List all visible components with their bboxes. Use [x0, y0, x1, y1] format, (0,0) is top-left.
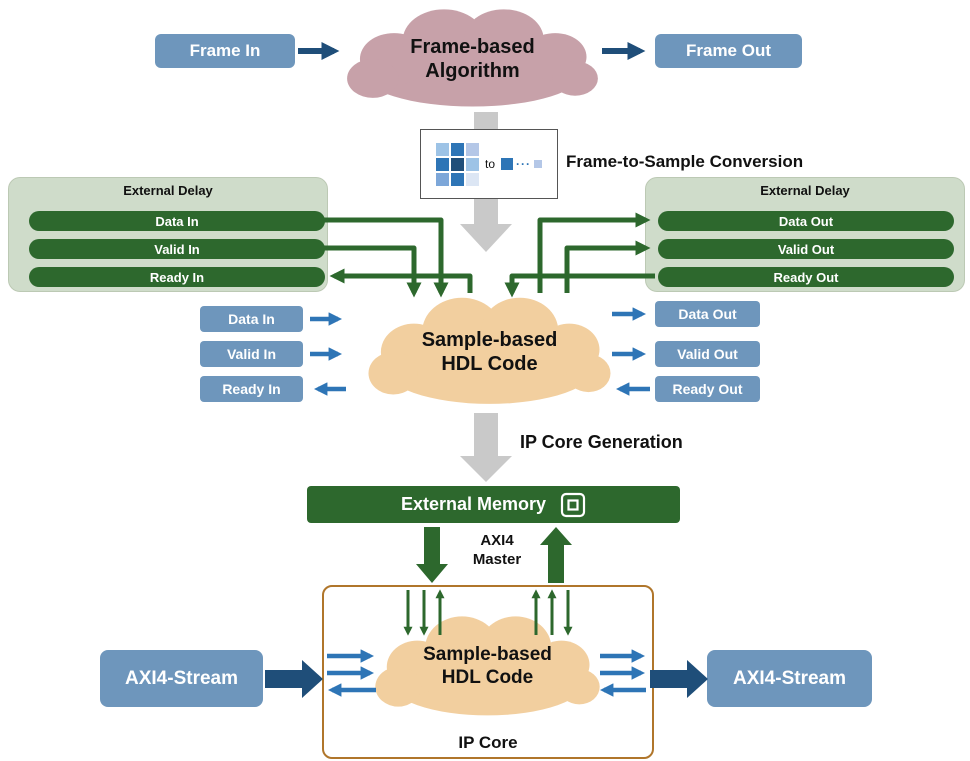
valid-out-label-box: Valid Out	[655, 341, 760, 367]
axi4-master-line2: Master	[472, 551, 522, 568]
ellipsis-dots: ···	[516, 157, 531, 171]
frame-in-label: Frame In	[189, 41, 261, 60]
frame-to-sample-conversion-label: Frame-to-Sample Conversion	[566, 152, 804, 171]
external-delay-panel-right: External Delay Data Out Valid Out Ready …	[645, 177, 965, 292]
memory-chip-icon	[560, 492, 586, 517]
thumbnail-to-text: to	[484, 157, 495, 171]
ip-core-generation-label: IP Core Generation	[520, 432, 683, 452]
frame-out-box: Frame Out	[655, 34, 802, 68]
cloud-shape-icon	[368, 297, 611, 404]
data-in-label-box: Data In	[200, 306, 303, 332]
frame-matrix-icon	[435, 142, 479, 186]
axi4-master-label: AXI4 Master	[460, 531, 534, 569]
delay-bar-data-in: Data In	[29, 211, 325, 231]
axi4-stream-box-left: AXI4-Stream	[100, 650, 263, 707]
ready-out-label-box: Ready Out	[655, 376, 760, 402]
axi4-master-line1: AXI4	[480, 532, 514, 549]
frame-based-algorithm-cloud: Frame-based Algorithm	[330, 5, 615, 113]
bottom-cloud-line2: HDL Code	[441, 667, 534, 688]
frame-out-label: Frame Out	[685, 41, 772, 60]
ip-core-label: IP Core	[458, 733, 518, 752]
sample-based-hdl-cloud-bottom: Sample-based HDL Code	[360, 612, 615, 722]
bottom-cloud-line1: Sample-based	[423, 644, 552, 666]
delay-bar-valid-in: Valid In	[29, 239, 325, 259]
axi4-stream-box-right: AXI4-Stream	[707, 650, 872, 707]
algorithm-cloud-line2: Algorithm	[425, 60, 520, 82]
delay-bar-data-out: Data Out	[658, 211, 954, 231]
ready-in-label-box: Ready In	[200, 376, 303, 402]
external-delay-title-right: External Delay	[760, 183, 850, 198]
frame-in-box: Frame In	[155, 34, 295, 68]
delay-bar-valid-out: Valid Out	[658, 239, 954, 259]
external-memory-bar: External Memory	[307, 486, 680, 523]
frame-to-sample-thumbnail: to ···	[420, 129, 558, 199]
mid-cloud-line2: HDL Code	[441, 353, 538, 375]
cloud-shape-icon	[375, 616, 600, 716]
delay-bar-ready-out: Ready Out	[658, 267, 954, 287]
delay-bar-ready-in: Ready In	[29, 267, 325, 287]
data-out-label-box: Data Out	[655, 301, 760, 327]
sample-stream-icon: ···	[501, 157, 542, 171]
cloud-shape-icon	[347, 9, 598, 107]
external-delay-title-left: External Delay	[123, 183, 213, 198]
axi4-stream-left-label: AXI4-Stream	[125, 667, 238, 689]
algorithm-cloud-line1: Frame-based	[410, 36, 535, 58]
external-delay-panel-left: External Delay Data In Valid In Ready In	[8, 177, 328, 292]
external-memory-label: External Memory	[400, 494, 547, 514]
axi4-stream-right-label: AXI4-Stream	[733, 667, 846, 689]
mid-cloud-line1: Sample-based	[421, 329, 558, 351]
sample-based-hdl-cloud-mid: Sample-based HDL Code	[352, 293, 627, 411]
valid-in-label-box: Valid In	[200, 341, 303, 367]
